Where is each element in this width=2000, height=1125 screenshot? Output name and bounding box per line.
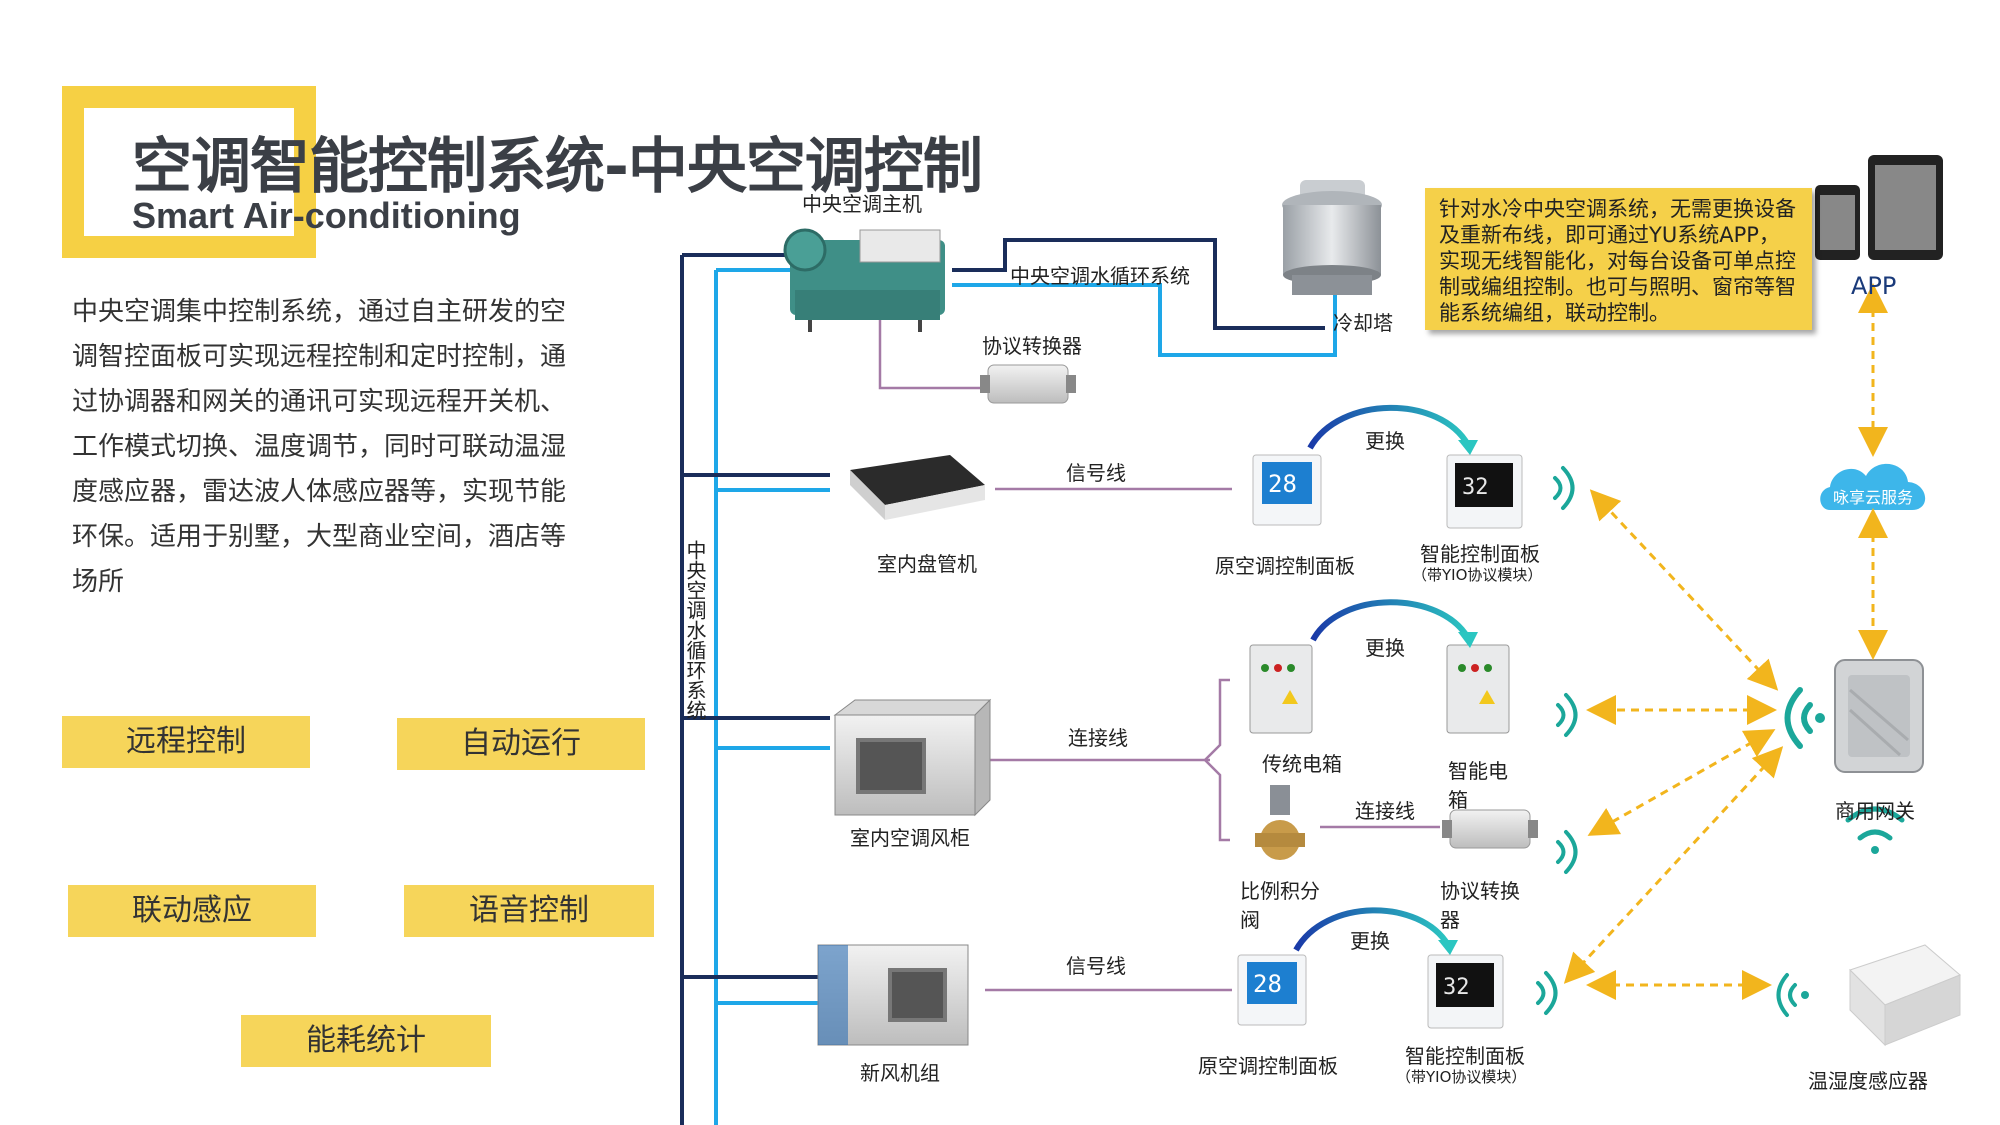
valve-image [1255, 785, 1305, 860]
gateway-wifi-down-icon [1845, 806, 1905, 854]
label-connect-line-1: 连接线 [1068, 726, 1128, 750]
arrow-gw-panel2 [1563, 746, 1784, 984]
label-smart-panel-2: 智能控制面板 [1405, 1044, 1525, 1068]
label-smart-panel-2-sub: （带YIO协议模块） [1396, 1068, 1527, 1086]
trad-box-image [1249, 644, 1313, 734]
feature-voice-control: 语音控制 [404, 885, 654, 937]
fresh-air-image [817, 944, 969, 1046]
panel-temp-1: 28 [1268, 470, 1297, 498]
pipe-loop-cyan [952, 283, 1337, 357]
wifi-icon [1556, 830, 1578, 874]
label-replace-1: 更换 [1365, 429, 1405, 453]
label-smart-box: 智能电箱 [1448, 759, 1508, 812]
label-valve: 比例积分阀 [1240, 879, 1320, 932]
label-signal-line-1: 信号线 [1066, 461, 1126, 485]
orig-panel-1-image: 28 [1252, 454, 1322, 526]
label-cloud: 咏享云服务 [1833, 488, 1914, 507]
replace-arc-2 [1310, 599, 1471, 642]
protocol-converter-2-image [1442, 809, 1538, 849]
label-fresh-air: 新风机组 [860, 1061, 940, 1085]
panel-temp-2: 28 [1253, 970, 1282, 998]
label-ahu: 室内空调风柜 [850, 826, 970, 850]
wifi-icon [1536, 971, 1558, 1015]
cooling-tower-image [1282, 180, 1382, 295]
cloud-icon [1820, 463, 1926, 510]
page-title: 空调智能控制系统-中央空调控制 [132, 132, 983, 202]
label-connect-line-2: 连接线 [1355, 799, 1415, 823]
gateway-wifi-icon [1784, 687, 1825, 749]
line-to-converter [878, 310, 985, 390]
wifi-icon [1553, 466, 1575, 510]
smart-temp-2: 32 [1443, 975, 1470, 1000]
arrow-gw-panel1 [1589, 489, 1779, 691]
description-text: 中央空调集中控制系统，通过自主研发的空调智控面板可实现远程控制和定时控制，通过协… [72, 297, 567, 597]
label-orig-panel-1: 原空调控制面板 [1215, 554, 1355, 578]
arrow-gw-conv [1587, 729, 1776, 836]
orig-panel-2-image: 28 [1237, 954, 1307, 1026]
protocol-converter-image [980, 364, 1076, 404]
note-box: 针对水冷中央空调系统，无需更换设备及重新布线，即可通过YU系统APP，实现无线智… [1425, 188, 1812, 330]
label-smart-panel-1-sub: （带YIO协议模块） [1412, 566, 1543, 584]
label-main-unit: 中央空调主机 [802, 192, 922, 216]
phone-icon [1815, 185, 1860, 260]
label-water-loop: 中央空调水循环系统 [1010, 264, 1190, 288]
feature-remote-control: 远程控制 [62, 716, 310, 768]
wifi-icon [1556, 693, 1578, 737]
smart-panel-2-image: 32 [1427, 954, 1504, 1029]
tablet-icon [1868, 155, 1943, 260]
label-cooling-tower: 冷却塔 [1333, 311, 1393, 335]
chiller-image [783, 228, 945, 332]
label-protocol-converter-2: 协议转换器 [1440, 879, 1520, 932]
indoor-coil-image [850, 455, 985, 520]
label-app: APP [1851, 272, 1897, 300]
pipe-loop-navy [952, 238, 1325, 330]
label-water-loop-vertical: 中央空调水循环系统 [683, 540, 707, 720]
label-replace-3: 更换 [1350, 929, 1390, 953]
title-frame [62, 86, 316, 258]
label-replace-2: 更换 [1365, 636, 1405, 660]
label-sensor: 温湿度感应器 [1808, 1069, 1928, 1093]
replace-arc-1 [1307, 404, 1471, 450]
label-indoor-coil: 室内盘管机 [877, 552, 977, 576]
replace-arc-3 [1293, 907, 1451, 952]
label-smart-panel-1: 智能控制面板 [1420, 542, 1540, 566]
sensor-wifi-icon [1776, 973, 1809, 1017]
gateway-image [1834, 659, 1924, 773]
smart-box-image [1446, 644, 1510, 734]
page-subtitle: Smart Air-conditioning [132, 195, 521, 236]
label-orig-panel-2: 原空调控制面板 [1198, 1054, 1338, 1078]
smart-panel-1-image: 32 [1446, 454, 1523, 529]
feature-energy-stats: 能耗统计 [241, 1015, 491, 1067]
sensor-image [1849, 944, 1961, 1047]
smart-temp-1: 32 [1462, 475, 1489, 500]
label-protocol-converter: 协议转换器 [982, 334, 1082, 358]
label-gateway: 商用网关 [1835, 799, 1915, 823]
label-trad-box: 传统电箱 [1262, 752, 1342, 776]
feature-auto-run: 自动运行 [397, 718, 645, 770]
feature-linked-sensing: 联动感应 [68, 885, 316, 937]
label-signal-line-2: 信号线 [1066, 954, 1126, 978]
connect-brace [1203, 678, 1230, 842]
ahu-image [833, 698, 992, 817]
